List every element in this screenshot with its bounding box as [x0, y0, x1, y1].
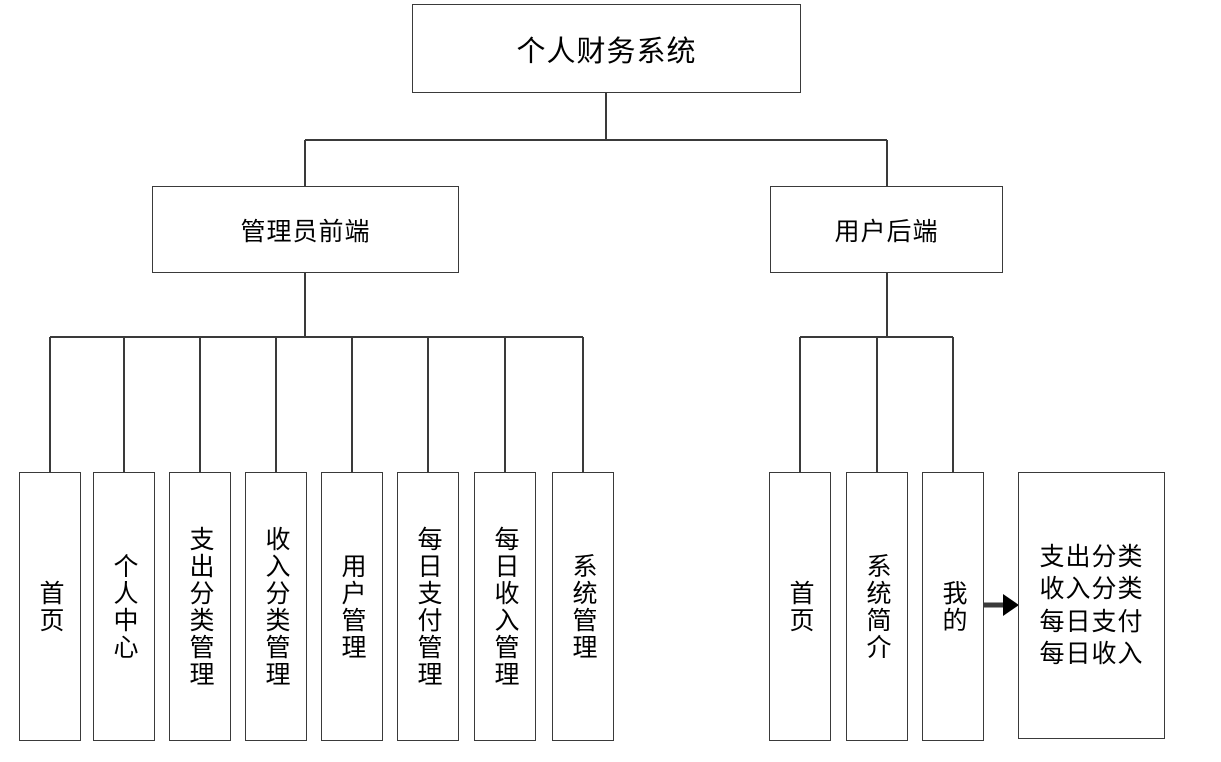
node-admin-leaf-expense-category-management[interactable]: 支出分类管理 [169, 472, 231, 741]
node-user-leaf-system-intro-label: 系统简介 [863, 552, 892, 661]
node-admin-leaf-expense-category-management-label: 支出分类管理 [186, 525, 215, 688]
node-root[interactable]: 个人财务系统 [412, 4, 801, 93]
node-admin-frontend-label: 管理员前端 [240, 216, 371, 246]
node-user-leaf-home-label: 首页 [786, 579, 815, 634]
arrow-head-icon [1003, 594, 1019, 616]
detail-line-daily-payment: 每日支付 [1039, 606, 1144, 636]
node-admin-leaf-personal-center[interactable]: 个人中心 [93, 472, 155, 741]
node-admin-leaf-daily-income-management-label: 每日收入管理 [491, 525, 520, 688]
node-root-label: 个人财务系统 [516, 33, 697, 68]
node-user-mine-detail-box[interactable]: 支出分类 收入分类 每日支付 每日收入 [1018, 472, 1165, 739]
node-user-backend-label: 用户后端 [834, 216, 939, 246]
node-admin-leaf-daily-payment-management-label: 每日支付管理 [414, 525, 443, 688]
detail-line-income-category: 收入分类 [1039, 574, 1144, 603]
node-admin-leaf-user-management[interactable]: 用户管理 [321, 472, 383, 741]
node-user-leaf-home[interactable]: 首页 [769, 472, 831, 741]
detail-line-expense-category: 支出分类 [1039, 541, 1144, 571]
node-admin-leaf-user-management-label: 用户管理 [338, 552, 367, 661]
node-admin-leaf-income-category-management-label: 收入分类管理 [262, 525, 291, 688]
node-admin-leaf-home[interactable]: 首页 [19, 472, 81, 741]
node-admin-leaf-home-label: 首页 [36, 579, 65, 634]
detail-line-daily-income: 每日收入 [1039, 639, 1144, 668]
node-admin-leaf-daily-payment-management[interactable]: 每日支付管理 [397, 472, 459, 741]
node-user-leaf-mine[interactable]: 我的 [922, 472, 984, 741]
node-user-leaf-system-intro[interactable]: 系统简介 [846, 472, 908, 741]
node-admin-frontend[interactable]: 管理员前端 [152, 186, 459, 273]
node-admin-leaf-daily-income-management[interactable]: 每日收入管理 [474, 472, 536, 741]
node-admin-leaf-income-category-management[interactable]: 收入分类管理 [245, 472, 307, 741]
node-user-backend[interactable]: 用户后端 [770, 186, 1003, 273]
node-admin-leaf-system-management[interactable]: 系统管理 [552, 472, 614, 741]
node-admin-leaf-system-management-label: 系统管理 [569, 552, 598, 661]
node-user-leaf-mine-label: 我的 [939, 579, 968, 634]
node-admin-leaf-personal-center-label: 个人中心 [110, 552, 139, 661]
